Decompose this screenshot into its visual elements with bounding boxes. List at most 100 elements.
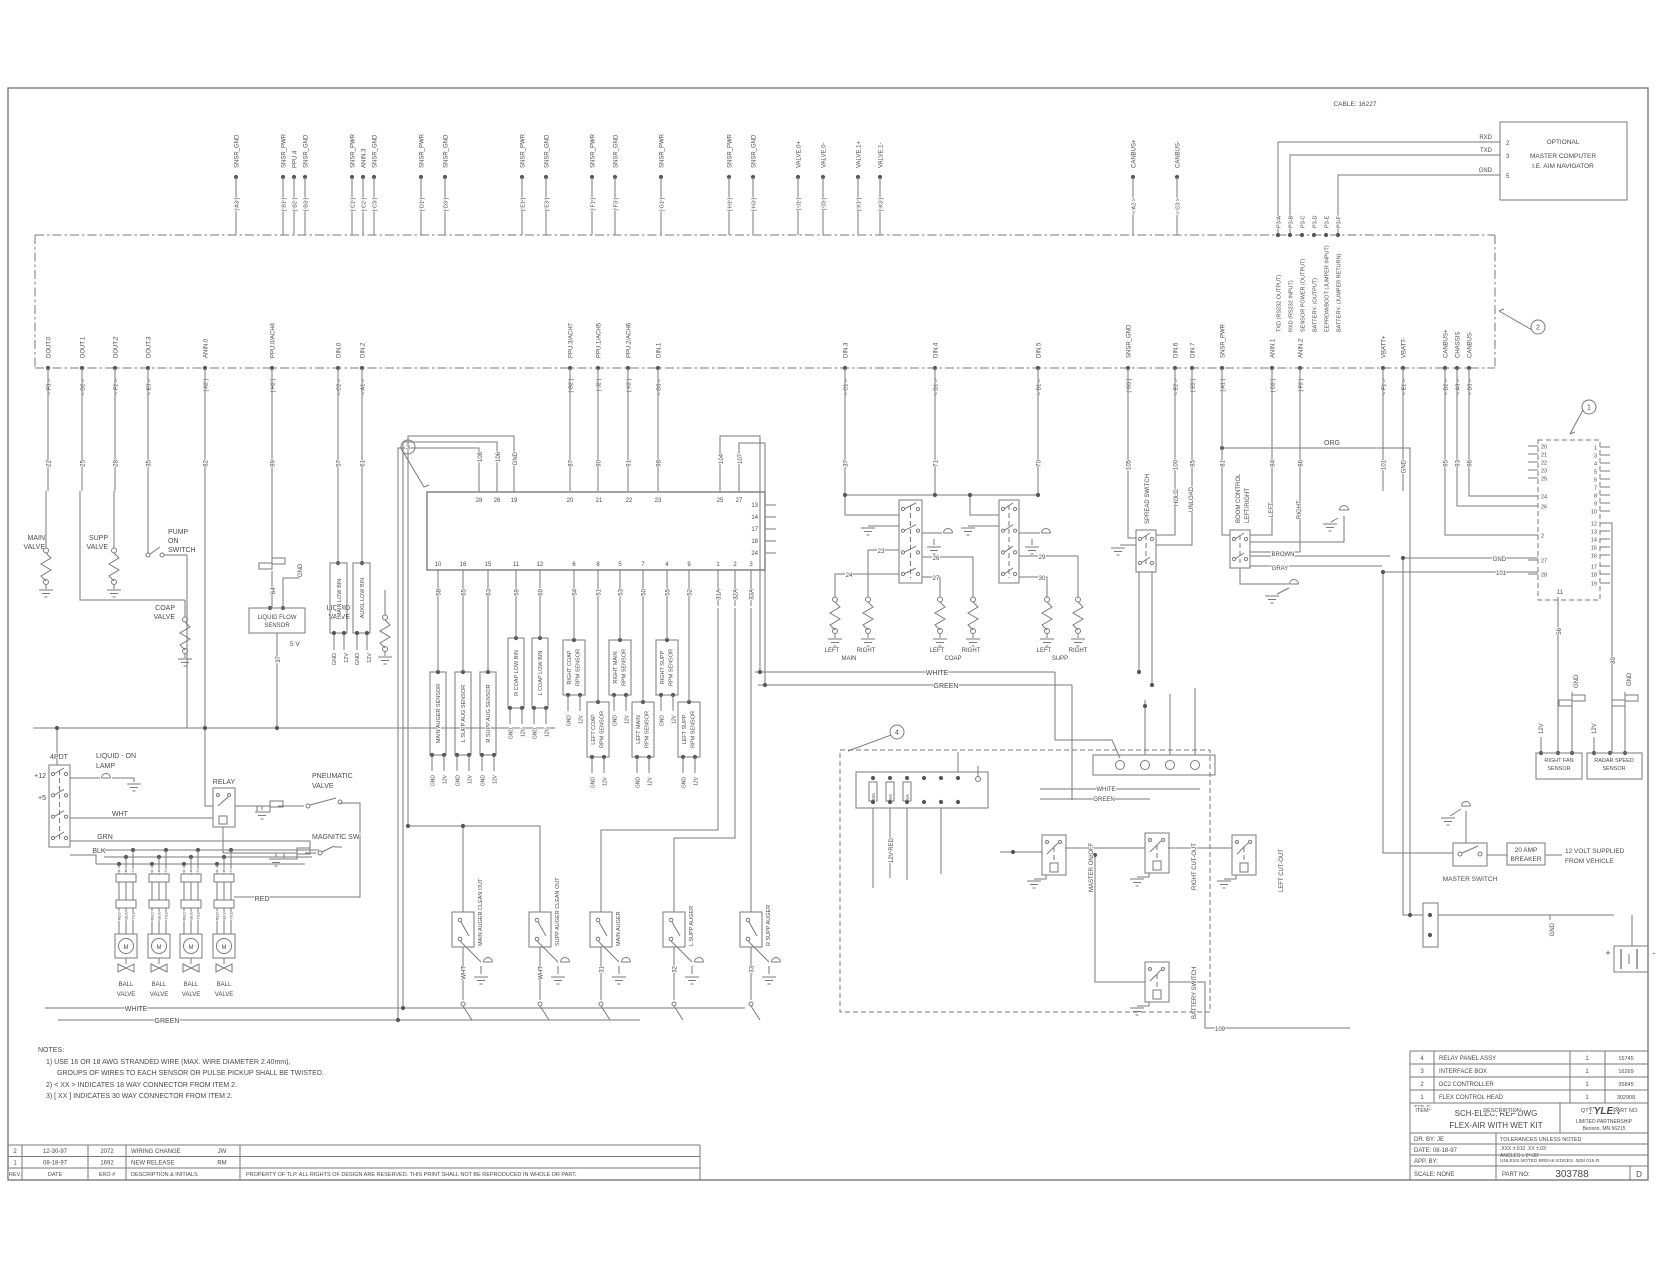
label: MAIN LOW BIN <box>337 579 343 618</box>
wire-color-label: 12V <box>468 774 474 784</box>
contact <box>1045 840 1049 844</box>
inline-connector-icon <box>271 557 286 565</box>
lamp-icon <box>694 957 704 963</box>
wire <box>750 1005 761 1021</box>
wire-color-label: GND <box>481 775 487 787</box>
callout-leader <box>401 449 425 488</box>
wire-color-label: GND <box>533 728 539 740</box>
wire <box>719 435 761 672</box>
connector-tag: [ H3 ] <box>752 198 758 212</box>
part-no-value: 303788 <box>1555 1169 1589 1180</box>
label: WHITE <box>125 1006 148 1013</box>
wire <box>844 491 899 516</box>
label: COAP <box>944 656 961 662</box>
switch-block <box>1135 529 1157 573</box>
wire-number: 33A <box>750 589 756 600</box>
inline-connector-icon <box>1611 699 1626 707</box>
wire <box>1019 555 1079 597</box>
label: 12 VOLT SUPPLIED <box>1565 848 1625 855</box>
connector-tag: [ J2 ] <box>597 379 603 391</box>
wire-number: 31A <box>717 589 723 600</box>
ground-icon <box>1323 523 1337 532</box>
wire <box>1337 174 1494 235</box>
wire <box>70 840 311 850</box>
ground-icon <box>1025 546 1039 555</box>
label: HOLD <box>1174 489 1180 506</box>
connector-tag: [ B2 ] <box>293 198 299 211</box>
junction-dot <box>921 775 927 781</box>
wire-number: 51 <box>597 588 603 595</box>
parts-header: QTY. <box>1581 1108 1594 1114</box>
contact <box>595 917 601 923</box>
label: 27 <box>933 576 940 582</box>
junction-dot <box>955 799 961 805</box>
pin-number: 4 <box>1594 462 1597 468</box>
wire-color-label: YEL <box>131 911 136 919</box>
wire-number: 35 <box>147 459 153 466</box>
label: VALVE <box>312 783 334 790</box>
junction-dot <box>354 630 360 636</box>
valve-caption: VALVE <box>182 992 200 998</box>
motor-label: M <box>222 945 227 951</box>
master-switch-box <box>1452 842 1488 867</box>
bus-signal-label: ANIN.2 <box>1299 338 1305 358</box>
wire <box>537 921 547 937</box>
label: 23 <box>878 549 885 555</box>
wire-number: 32 <box>673 965 679 972</box>
valve-caption: BALL <box>152 982 167 988</box>
switch-label: R SUPP AUGER <box>766 905 772 946</box>
contact <box>1149 536 1155 542</box>
parts-cell: RELAY PANEL ASSY <box>1439 1056 1496 1062</box>
contact <box>970 628 976 634</box>
rev-cell: 1692 <box>100 1161 114 1167</box>
solenoid-icon <box>179 621 191 651</box>
contact <box>671 1001 677 1007</box>
wire <box>204 728 213 807</box>
contact <box>183 938 199 954</box>
wire <box>673 608 736 912</box>
wire-color-label: YEL <box>229 911 234 919</box>
pin-number: 10 <box>1591 510 1597 516</box>
wire-number: 57 <box>337 459 343 466</box>
wire <box>1277 141 1494 235</box>
wire <box>1127 491 1136 539</box>
junction-dot <box>331 630 337 636</box>
bus-signal-label: SNSR_PWR <box>1221 323 1227 358</box>
wire-number: 25 <box>81 459 87 466</box>
fuse-rating: 10A <box>871 793 876 801</box>
wire <box>53 767 65 775</box>
pin-number: 18 <box>751 539 758 545</box>
contact <box>63 771 69 777</box>
parts-cell: 302908 <box>1617 1095 1635 1101</box>
contact <box>1581 399 1597 415</box>
junction-dot <box>1335 232 1341 238</box>
contact <box>534 917 540 923</box>
ground-icon <box>1217 880 1231 889</box>
wire <box>462 1005 473 1021</box>
wire <box>402 441 498 1008</box>
ground-icon <box>255 811 269 820</box>
pin-number: 24 <box>751 551 758 557</box>
label: - <box>1653 948 1656 958</box>
parts-header: PART NO. <box>1613 1108 1639 1114</box>
junction-dot <box>921 799 927 805</box>
label: LEFT <box>930 648 945 654</box>
terminal-label: A <box>183 868 186 873</box>
pin-number: 6 <box>1594 478 1597 484</box>
ground-icon <box>474 976 488 985</box>
label: 108 <box>478 451 484 462</box>
wire-color-label: GND <box>431 775 437 787</box>
bus-signal-label: DIN.7 <box>1191 342 1197 358</box>
label: GND <box>355 653 361 665</box>
label: 107 <box>738 453 744 464</box>
pin-number: 4 <box>665 562 669 568</box>
pin-number: 3 <box>1594 454 1597 460</box>
wire <box>222 827 289 854</box>
relay-box <box>1041 834 1067 876</box>
bus-signal-label: CANBUS- <box>1468 331 1474 358</box>
ground-icon <box>861 527 875 536</box>
wire <box>1382 572 1453 854</box>
wire <box>1250 516 1345 543</box>
wire-number: 22 <box>47 459 53 466</box>
